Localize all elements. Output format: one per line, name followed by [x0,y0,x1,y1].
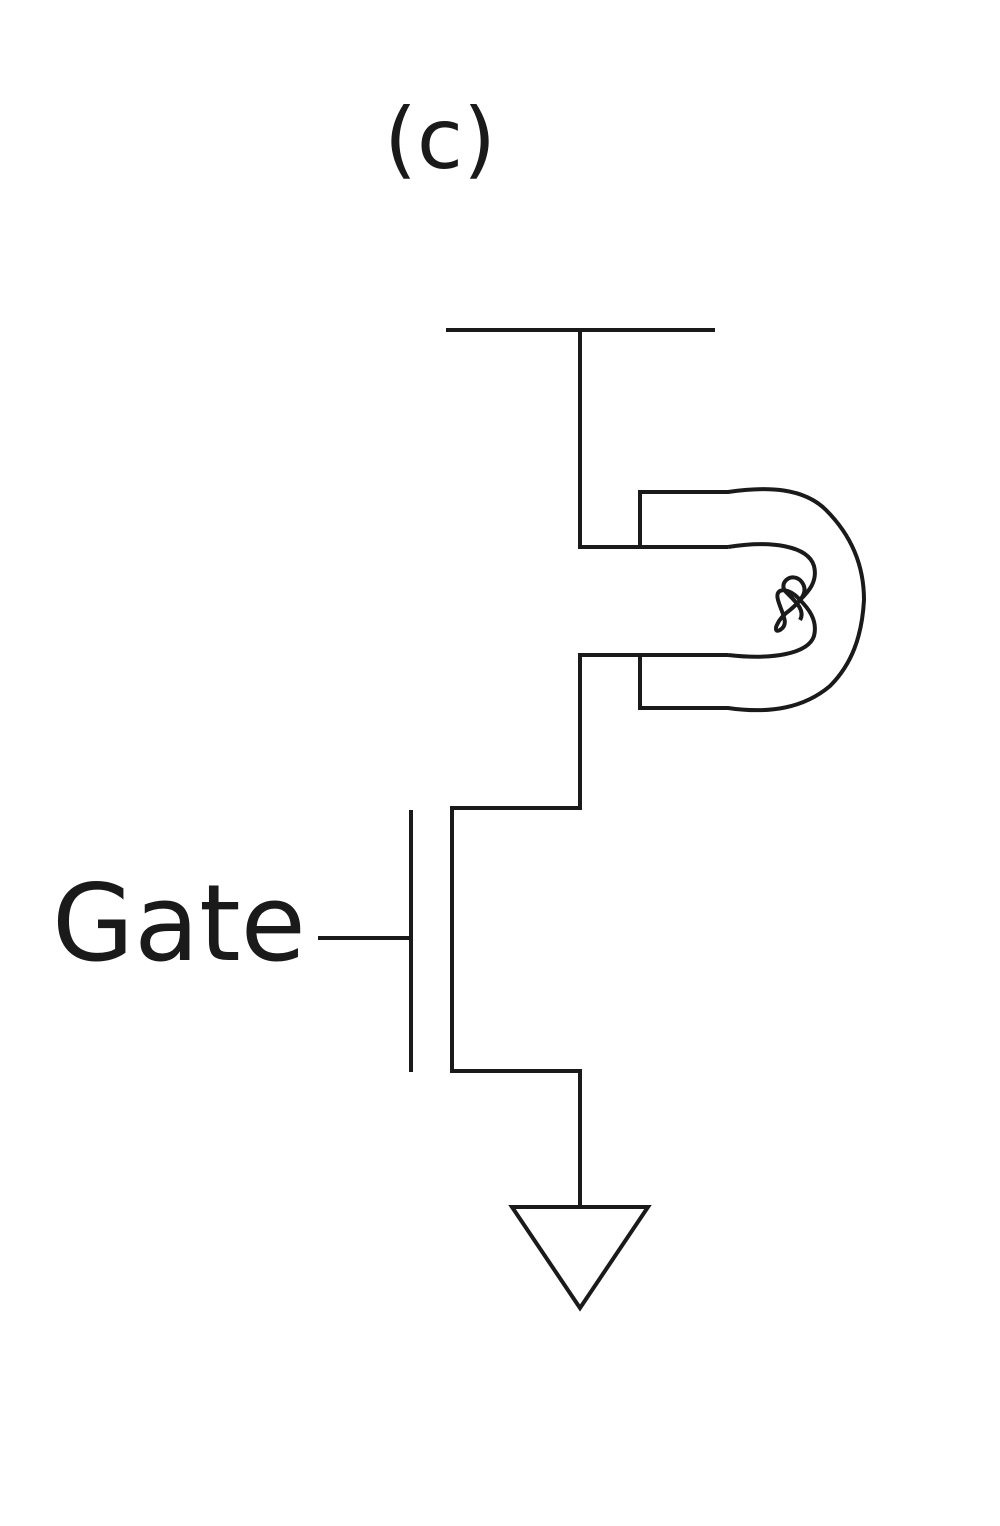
ground-symbol [508,1205,652,1312]
panel-label: (c) [384,90,496,188]
supply-to-bulb-wire [578,330,728,549]
mosfet-transistor [318,810,413,1072]
bulb-to-drain-wire [450,653,728,1207]
bulb-glass [638,487,867,713]
bulb-filament [773,575,807,633]
gate-label: Gate [52,862,306,985]
light-bulb [638,487,867,713]
